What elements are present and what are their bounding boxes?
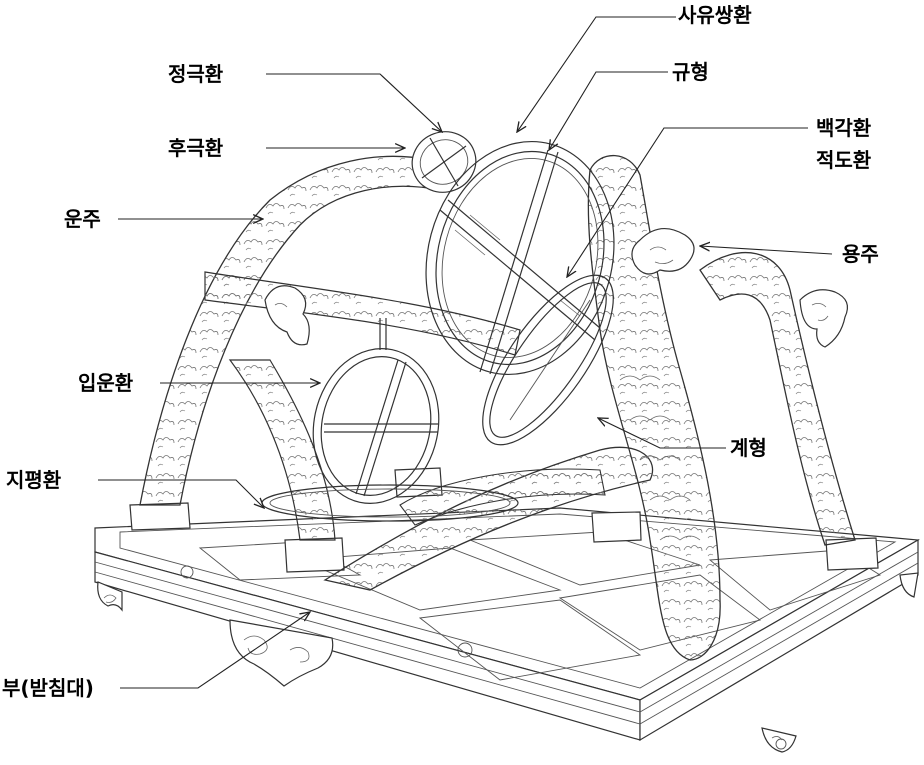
label-baekgakhwan: 백각환: [816, 116, 872, 140]
base-stand: [94, 507, 920, 753]
label-jeonggeukhwan: 정극환: [168, 62, 224, 86]
label-sayussanghwan: 사유쌍환: [678, 3, 752, 27]
vertical-ring: [312, 318, 440, 504]
label-jipyeonghwan: 지평환: [6, 468, 62, 492]
label-yongju: 용주: [842, 242, 879, 266]
label-gyehyeong: 계형: [730, 436, 767, 460]
label-hugeukhwan: 후극환: [168, 136, 224, 160]
equatorial-ring: [482, 274, 614, 446]
dragon-pillar: [264, 154, 856, 661]
label-unju: 운주: [64, 207, 101, 231]
leader-lines: [98, 16, 833, 689]
pillar-footings: [129, 467, 879, 573]
label-bu: 부(받침대): [2, 676, 94, 700]
label-jeokdohwan: 적도환: [816, 148, 872, 172]
label-ibunhwan: 입운환: [78, 371, 134, 395]
pole-ring: [411, 131, 477, 193]
label-gyuhyeong: 규형: [672, 60, 709, 84]
